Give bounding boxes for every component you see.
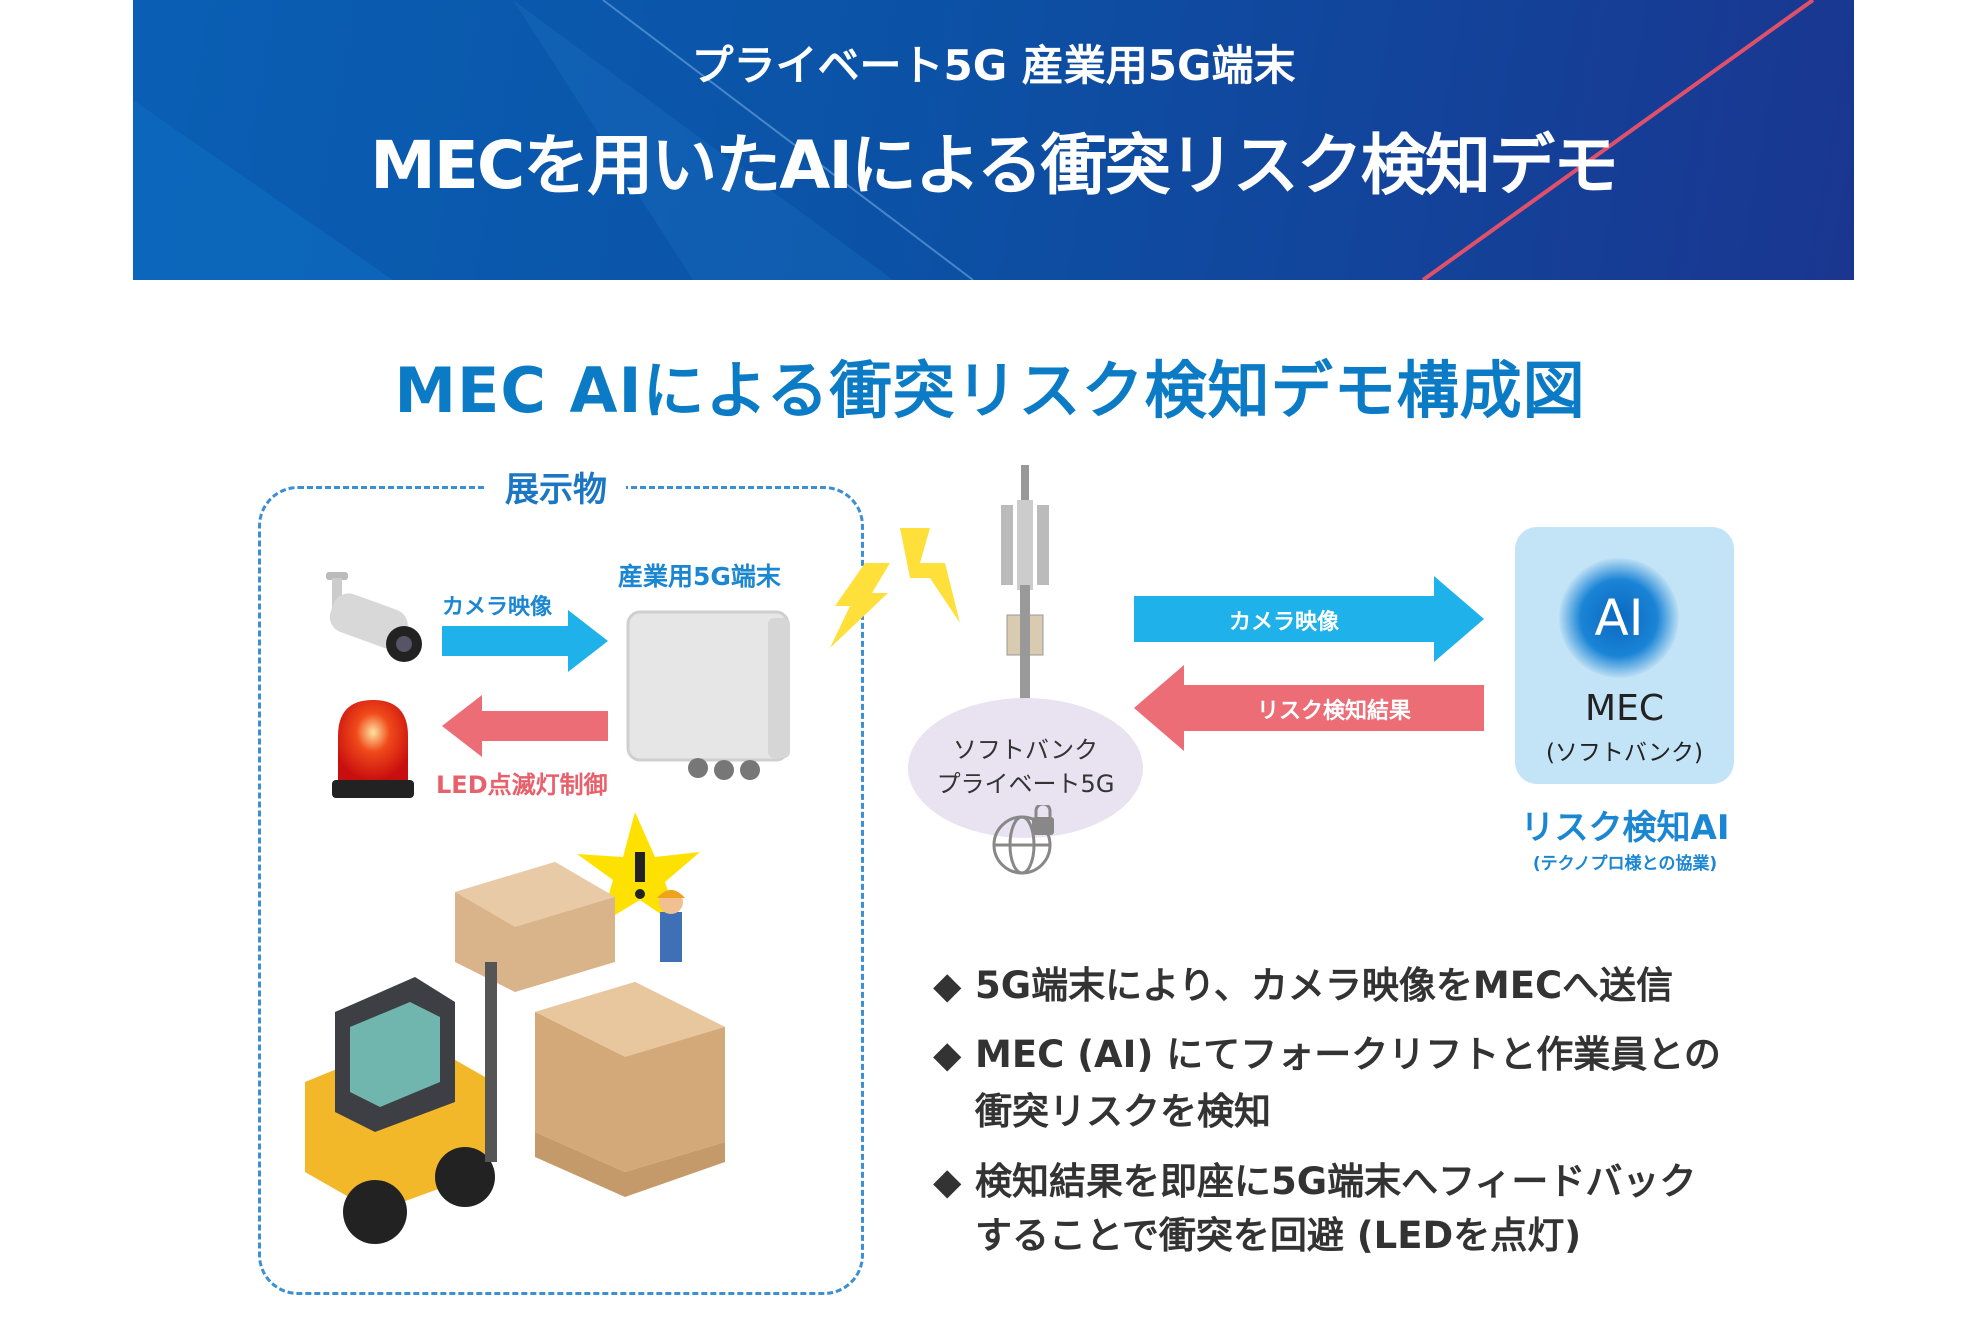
risk-result-arrow — [1134, 665, 1484, 751]
from-mec-label: リスク検知結果 — [1256, 699, 1411, 724]
camera-icon — [326, 572, 422, 662]
bullet-marker: ◆ — [933, 1033, 962, 1076]
diagram-title: MEC AIによる衝突リスク検知デモ構成図 — [394, 354, 1586, 427]
exhibit-label: 展示物 — [486, 462, 626, 511]
risk-ai-label: リスク検知AI — [1520, 808, 1730, 848]
led-control-label: LED点滅灯制御 — [436, 771, 608, 799]
banner-title: MECを用いたAIによる衝突リスク検知デモ — [370, 127, 1619, 204]
globe-lock-icon — [992, 805, 1054, 875]
bullet-marker: ◆ — [933, 1160, 962, 1203]
bullet-3-cont: することで衝突を回避 (LEDを点灯) — [975, 1214, 1582, 1257]
ai-badge: AI — [1559, 558, 1679, 678]
private-5g-label: ソフトバンク プライベート5G — [908, 733, 1143, 801]
bullet-marker: ◆ — [933, 964, 962, 1007]
bullet-3: ◆検知結果を即座に5G端末へフィードバック — [933, 1160, 1697, 1203]
private-5g-line1: ソフトバンク — [952, 736, 1099, 764]
wireless-signal-icon — [830, 528, 960, 648]
camera-video-label: カメラ映像 — [442, 595, 553, 620]
camera-video-to-mec-arrow — [1134, 576, 1484, 662]
to-mec-label: カメラ映像 — [1228, 610, 1339, 635]
header-banner: プライベート5G 産業用5G端末 MECを用いたAIによる衝突リスク検知デモ — [133, 0, 1854, 280]
industrial-5g-device-icon — [626, 610, 790, 780]
camera-video-arrow — [442, 610, 608, 672]
mec-name: MEC — [1585, 688, 1664, 729]
banner-subtitle: プライベート5G 産業用5G端末 — [691, 41, 1296, 90]
device-label: 産業用5G端末 — [618, 562, 781, 591]
bullet-2-cont: 衝突リスクを検知 — [975, 1090, 1271, 1133]
warning-light-icon — [332, 700, 414, 798]
forklift-warehouse-illustration — [305, 812, 725, 1244]
banner-decoration — [133, 0, 1815, 280]
base-station-tower-icon — [1001, 465, 1049, 730]
bullet-2: ◆MEC (AI) にてフォークリフトと作業員との — [933, 1033, 1721, 1076]
collab-label: (テクノプロ様との協業) — [1532, 854, 1718, 874]
led-control-arrow — [442, 695, 608, 757]
bullet-1: ◆5G端末により、カメラ映像をMECへ送信 — [933, 964, 1674, 1007]
private-5g-line2: プライベート5G — [936, 770, 1115, 798]
private-5g-network — [908, 698, 1143, 838]
mec-owner: (ソフトバンク) — [1545, 740, 1704, 766]
